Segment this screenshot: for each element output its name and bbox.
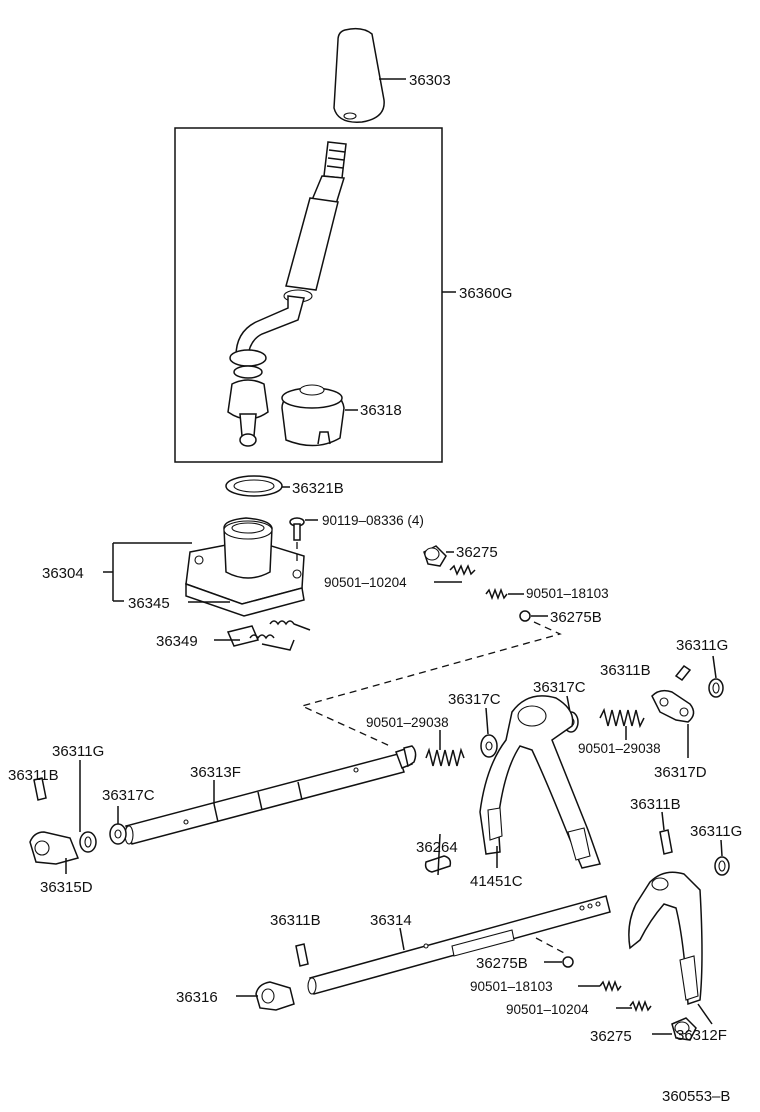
labels: 36303 36360G 36318 36321B 90119–08336 (4… xyxy=(8,72,742,1105)
snap-ring-36321B xyxy=(225,475,290,497)
ring-36311G-top xyxy=(708,655,724,698)
label-36312F: 36312F xyxy=(676,1027,727,1044)
spring-29038-right xyxy=(599,707,645,740)
pin-36311B-bottom xyxy=(295,943,309,967)
ball-36275B-bottom xyxy=(544,956,574,968)
label-36316: 36316 xyxy=(176,989,218,1006)
shift-lever-seat xyxy=(281,384,358,447)
shift-fork-41451C xyxy=(479,695,601,869)
label-36304: 36304 xyxy=(42,565,84,582)
label-36345: 36345 xyxy=(128,595,170,612)
label-90501-18103-top: 90501–18103 xyxy=(526,586,609,601)
label-36317D: 36317D xyxy=(654,764,707,781)
bolt-90119 xyxy=(289,517,318,566)
plug-36275-bottom xyxy=(652,1017,697,1041)
label-36275-top: 36275 xyxy=(456,544,498,561)
label-36311B-bottom: 36311B xyxy=(270,912,321,929)
label-36314: 36314 xyxy=(370,912,412,929)
shift-fork-36312F xyxy=(628,871,713,1025)
washer-36317C-a xyxy=(480,707,498,758)
label-36275-bottom: 36275 xyxy=(590,1028,632,1045)
lever-assembly-box xyxy=(174,127,456,463)
shift-knob xyxy=(333,27,406,123)
label-36311G-left: 36311G xyxy=(52,743,104,760)
shift-head-36315D xyxy=(29,831,80,874)
spring-10204-top xyxy=(434,564,476,583)
label-36311B-top: 36311B xyxy=(600,662,651,679)
label-36303: 36303 xyxy=(409,72,451,89)
label-36349: 36349 xyxy=(156,633,198,650)
label-36317C-left: 36317C xyxy=(102,787,155,804)
label-90501-10204-top: 90501–10204 xyxy=(324,575,407,590)
shift-head-36316 xyxy=(236,981,295,1011)
label-36321B: 36321B xyxy=(292,480,344,497)
label-36317C-a: 36317C xyxy=(448,691,501,708)
ball-36275B-top xyxy=(519,610,548,622)
alignment-lines xyxy=(300,621,567,955)
washer-36317C-left xyxy=(109,806,127,845)
label-90501-18103-bottom: 90501–18103 xyxy=(470,979,553,994)
label-90501-10204-bottom: 90501–10204 xyxy=(506,1002,589,1017)
pin-36311B-right xyxy=(659,811,673,855)
spring-29038-left xyxy=(425,730,465,767)
label-36360G: 36360G xyxy=(459,285,512,302)
spring-10204-bottom xyxy=(616,999,652,1013)
label-90501-29038-b: 90501–29038 xyxy=(578,741,661,756)
shift-lever xyxy=(227,141,347,447)
label-36313F: 36313F xyxy=(190,764,241,781)
label-90119-08336: 90119–08336 (4) xyxy=(322,513,424,528)
ring-36311G-left xyxy=(79,760,97,853)
pin-36311B-left xyxy=(33,777,47,801)
pin-36264 xyxy=(424,833,452,876)
label-41451C: 41451C xyxy=(470,873,523,890)
label-36311B-right: 36311B xyxy=(630,796,681,813)
label-36315D: 36315D xyxy=(40,879,93,896)
shift-shaft-36313F xyxy=(124,745,417,845)
spring-18103-top xyxy=(485,587,524,601)
label-36311G-top: 36311G xyxy=(676,637,728,654)
label-36311G-right: 36311G xyxy=(690,823,742,840)
label-36264: 36264 xyxy=(416,839,458,856)
label-36275B-bottom: 36275B xyxy=(476,955,528,972)
diagram-reference-code: 360553–B xyxy=(662,1088,730,1105)
shift-shaft-36314 xyxy=(307,895,611,995)
spring-18103-bottom xyxy=(578,979,622,993)
label-90501-29038-a: 90501–29038 xyxy=(366,715,449,730)
ring-36311G-right xyxy=(714,839,730,876)
pin-36311B-top xyxy=(674,664,692,682)
shift-lever-housing xyxy=(103,517,305,617)
plug-36275-top xyxy=(423,545,454,567)
spring-set-36349 xyxy=(214,620,311,651)
shift-head-36317D xyxy=(651,689,695,758)
label-36317C-b: 36317C xyxy=(533,679,586,696)
label-36318: 36318 xyxy=(360,402,402,419)
label-36311B-left: 36311B xyxy=(8,767,59,784)
label-36275B-top: 36275B xyxy=(550,609,602,626)
